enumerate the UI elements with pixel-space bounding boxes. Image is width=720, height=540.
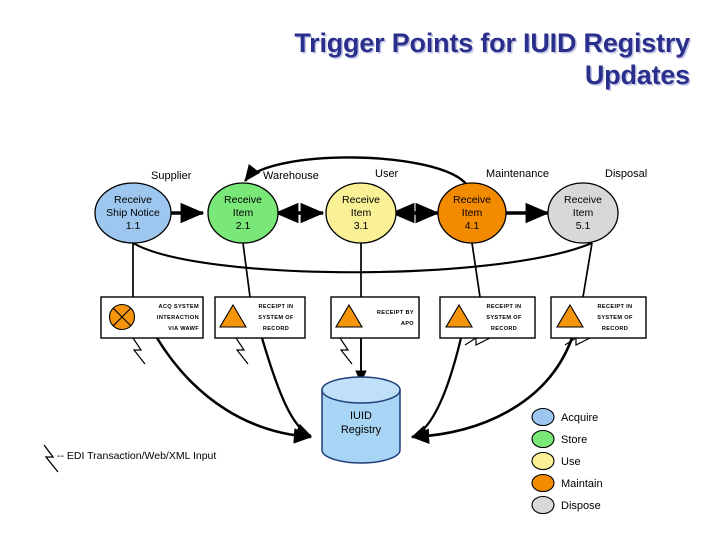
trigger-3-line-1: RECEIPT BY xyxy=(377,310,414,316)
trigger-box-3[interactable]: RECEIPT BY APO xyxy=(330,296,420,339)
datastore-line-1: IUID xyxy=(350,410,372,422)
cylinder-body xyxy=(321,389,401,464)
lifecycle-node-1[interactable]: Receive Ship Notice 1.1 xyxy=(94,182,172,244)
trigger-2-line-2: SYSTEM OF xyxy=(258,315,294,321)
role-label-user: User xyxy=(375,168,399,180)
legend-label-use: Use xyxy=(561,456,581,468)
lightning-bolt-icon-3 xyxy=(339,337,353,365)
node-5-line-2: Item xyxy=(573,207,594,219)
trigger-5-line-1: RECEIPT IN xyxy=(598,304,633,310)
legend: Acquire Store Use Maintain Dispose xyxy=(531,407,603,515)
registry-feed-arc-2 xyxy=(260,337,312,438)
datastore-line-2: Registry xyxy=(341,424,382,436)
node-4-line-3: 4.1 xyxy=(465,220,480,232)
node-1-line-2: Ship Notice xyxy=(106,207,160,219)
legend-swatch-acquire xyxy=(531,407,555,427)
node-shape-maintain xyxy=(437,182,507,244)
legend-label-store: Store xyxy=(561,434,587,446)
lightning-bolt-icon-5 xyxy=(564,336,593,346)
node-shape-acquire xyxy=(94,182,172,244)
legend-label-dispose: Dispose xyxy=(561,500,601,512)
legend-label-maintain: Maintain xyxy=(561,478,603,490)
lifecycle-node-5[interactable]: Receive Item 5.1 xyxy=(547,182,619,244)
trigger-4-line-2: SYSTEM OF xyxy=(486,315,522,321)
node-5-line-3: 5.1 xyxy=(576,220,591,232)
iuid-registry-datastore[interactable]: IUID Registry xyxy=(321,376,401,464)
trigger-4-line-1: RECEIPT IN xyxy=(487,304,522,310)
triangle-icon-3 xyxy=(335,303,363,328)
drop-line-2 xyxy=(242,242,251,298)
trigger-1-line-1: ACQ SYSTEM xyxy=(159,304,200,310)
legend-swatch-use xyxy=(531,451,555,471)
role-label-supplier: Supplier xyxy=(151,170,192,182)
node-3-line-1: Receive xyxy=(342,194,380,206)
trigger-3-line-2: APO xyxy=(401,321,414,327)
trigger-1-line-3: VIA WAWF xyxy=(168,326,199,332)
drop-line-4 xyxy=(471,242,481,298)
footnote: -- EDI Transaction/Web/XML Input xyxy=(43,444,216,473)
lightning-bolt-icon-1 xyxy=(132,337,146,365)
role-label-disposal: Disposal xyxy=(605,168,647,180)
node-3-line-3: 3.1 xyxy=(354,220,369,232)
triangle-icon-5 xyxy=(556,303,584,328)
legend-item-acquire[interactable]: Acquire xyxy=(531,407,598,427)
return-arc-maintenance-to-warehouse xyxy=(244,156,468,186)
lightning-bolt-icon-4 xyxy=(464,336,493,346)
crossed-circle-icon xyxy=(108,303,136,331)
triangle-icon-4 xyxy=(445,303,473,328)
role-label-maintenance: Maintenance xyxy=(486,168,549,180)
legend-label-acquire: Acquire xyxy=(561,412,598,424)
registry-feed-arc-4 xyxy=(411,337,463,439)
trigger-4-line-3: RECORD xyxy=(491,326,517,332)
triangle-icon-2 xyxy=(219,303,247,328)
title-line-2: Updates xyxy=(584,59,690,90)
trigger-5-line-2: SYSTEM OF xyxy=(597,315,633,321)
node-shape-use xyxy=(325,182,397,244)
trigger-2-line-1: RECEIPT IN xyxy=(259,304,294,310)
node-2-line-2: Item xyxy=(233,207,254,219)
trigger-box-4[interactable]: RECEIPT IN SYSTEM OF RECORD xyxy=(439,296,536,339)
legend-item-use[interactable]: Use xyxy=(531,451,581,471)
legend-swatch-dispose xyxy=(531,495,555,515)
legend-item-maintain[interactable]: Maintain xyxy=(531,473,603,493)
legend-swatch-store xyxy=(531,429,555,449)
trigger-2-line-3: RECORD xyxy=(263,326,289,332)
node-2-line-3: 2.1 xyxy=(236,220,251,232)
node-4-line-1: Receive xyxy=(453,194,491,206)
node-4-line-2: Item xyxy=(462,207,483,219)
cylinder-top xyxy=(321,376,401,404)
registry-feed-arc-1 xyxy=(155,337,313,444)
trigger-5-line-3: RECORD xyxy=(602,326,628,332)
node-3-line-2: Item xyxy=(351,207,372,219)
page-title: Trigger Points for IUID Registry Updates xyxy=(30,28,690,92)
legend-item-dispose[interactable]: Dispose xyxy=(531,495,601,515)
drop-line-5 xyxy=(582,242,593,298)
legend-swatch-maintain xyxy=(531,473,555,493)
trigger-1-line-2: INTERACTION xyxy=(157,315,199,321)
role-label-warehouse: Warehouse xyxy=(263,170,319,182)
node-2-line-1: Receive xyxy=(224,194,262,206)
lightning-bolt-icon-legend xyxy=(43,444,59,473)
node-5-line-1: Receive xyxy=(564,194,602,206)
lifecycle-bottom-arc xyxy=(132,242,593,274)
node-1-line-3: 1.1 xyxy=(126,220,141,232)
footnote-text: -- EDI Transaction/Web/XML Input xyxy=(57,450,216,462)
registry-feed-arc-5 xyxy=(410,337,574,445)
lifecycle-node-4[interactable]: Receive Item 4.1 xyxy=(437,182,507,244)
trigger-box-2[interactable]: RECEIPT IN SYSTEM OF RECORD xyxy=(214,296,306,339)
node-shape-store xyxy=(207,182,279,244)
trigger-box-1[interactable]: ACQ SYSTEM INTERACTION VIA WAWF xyxy=(100,296,204,339)
node-shape-dispose xyxy=(547,182,619,244)
trigger-box-5[interactable]: RECEIPT IN SYSTEM OF RECORD xyxy=(550,296,647,339)
lightning-bolt-icon-2 xyxy=(235,337,249,365)
lifecycle-node-2[interactable]: Receive Item 2.1 xyxy=(207,182,279,244)
legend-item-store[interactable]: Store xyxy=(531,429,587,449)
lifecycle-node-3[interactable]: Receive Item 3.1 xyxy=(325,182,397,244)
node-1-line-1: Receive xyxy=(114,194,152,206)
title-line-1: Trigger Points for IUID Registry xyxy=(294,28,690,58)
